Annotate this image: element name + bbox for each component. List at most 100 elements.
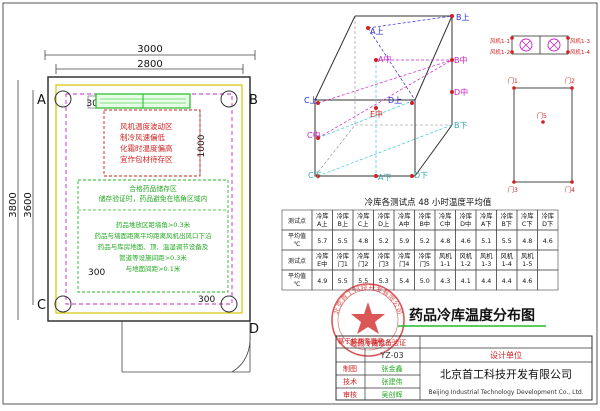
fan-point-3: 风机1-3 <box>570 37 590 45</box>
table-value-cell: 4.8 <box>358 238 368 245</box>
placement-rule-4: 管道等设施间距>0.3米 <box>119 253 187 262</box>
table-value-cell: 平均值℃ <box>288 272 306 288</box>
table-value-cell: 4.3 <box>440 278 450 285</box>
table-value-cell: 4.1 <box>461 278 471 285</box>
axis-b: B <box>249 93 258 108</box>
fan-point-2: 风机1-2 <box>490 48 510 56</box>
table-value-cell: 4.8 <box>522 238 532 245</box>
table-value-cell: 5.7 <box>317 238 327 245</box>
outer-wall <box>47 76 251 322</box>
design-unit-label: 设计单位 <box>490 350 522 360</box>
table-value-cell: 4.4 <box>502 278 512 285</box>
table-header-cell: 冷库门2 <box>357 251 370 268</box>
table-value-cell: 5.2 <box>379 238 389 245</box>
name-drafter: 张金鑫 <box>382 364 403 373</box>
table-value-cell: 4.6 <box>543 238 553 245</box>
table-value-cell: 5.3 <box>379 278 389 285</box>
placement-rule-1: 药品堆放区距墙角>0.3米 <box>116 220 191 229</box>
pt-b-low: B下 <box>454 121 468 130</box>
drawing-number: YZ-03 <box>379 351 403 360</box>
pt-c-low: C下 <box>308 171 322 180</box>
table-title: 冷库各测试点 48 小时温度平均值 <box>365 197 492 208</box>
stamp-star-icon <box>351 302 385 334</box>
table-value-cell: 5.2 <box>420 238 430 245</box>
table-value-cell: 5.4 <box>399 278 409 285</box>
table-value-cell: 5.1 <box>481 238 491 245</box>
test-point-box-3d: A上 B上 C上 D上 A中 B中 C中 D中 E中 C下 D下 A下 B下 <box>304 13 470 182</box>
table-header-cell: 冷库门5 <box>418 251 431 268</box>
fan-zone-line-3: 化霜时温度偏高 <box>120 143 173 153</box>
table-value-cell: 4.6 <box>461 238 471 245</box>
role-tech: 技术 <box>343 377 357 386</box>
table-value-cell: 5.9 <box>399 238 409 245</box>
safety-boundary <box>65 93 233 305</box>
dim-1000: 1000 <box>197 134 207 157</box>
door-point-4: 门4 <box>565 186 575 194</box>
table-value-cell: 5.5 <box>358 278 368 285</box>
fan-layout: 风机1-1 风机1-2 风机1-3 风机1-4 <box>490 35 590 56</box>
door-point-1: 门1 <box>508 77 518 85</box>
pt-d-up: D上 <box>388 96 402 105</box>
door-layout: 门1 门2 门5 门3 门4 <box>508 77 575 194</box>
company-name: 北京首工科技开发有限公司 <box>440 367 572 381</box>
fan-point-1: 风机1-1 <box>490 37 510 45</box>
table-header-cell: 测试点 <box>288 217 306 225</box>
axis-a: A <box>37 93 46 108</box>
axis-c: C <box>37 298 46 313</box>
stamp-center-text: 检测专用章 <box>351 339 386 348</box>
company-name-en: Beijing Industrial Technology Developmen… <box>428 389 583 396</box>
pt-d-low: D下 <box>414 171 428 180</box>
table-cell-border <box>537 269 559 291</box>
pt-c-up: C上 <box>304 96 318 105</box>
inner-wall <box>55 84 243 314</box>
table-value-cell: 4.4 <box>481 278 491 285</box>
role-drafter: 制图 <box>343 364 357 373</box>
table-value-cell: 5.5 <box>502 238 512 245</box>
table-header-cell: 测试点 <box>288 257 306 265</box>
pt-a-low: A下 <box>378 173 391 182</box>
placement-rule-2: 药品与墙面距离平均距离风机出风口下沿 <box>95 231 213 240</box>
table-header-cell: 冷库门1 <box>336 251 349 268</box>
dim-3600: 3600 <box>23 192 34 217</box>
door-swing <box>231 321 251 373</box>
dim-300-top: 300 <box>86 99 103 109</box>
pt-e-mid: E中 <box>370 109 383 119</box>
border-frame <box>2 2 598 405</box>
table-header-cell: 冷库门3 <box>377 251 390 268</box>
door-point-2: 门2 <box>565 77 575 85</box>
table-value-cell: 平均值℃ <box>288 232 306 248</box>
pt-d-mid: D中 <box>454 87 468 97</box>
dim-300-corner-2: 300 <box>198 295 215 305</box>
title-block: 医药冷链设备验证 YZ-03 设计单位 制图 技术 审核 张金鑫 张建伟 吴创辉… <box>335 335 593 401</box>
pt-b-up: B上 <box>456 13 470 22</box>
table-header-cell: 冷库门4 <box>398 251 411 268</box>
role-review: 审核 <box>343 390 357 399</box>
pt-a-mid: A中 <box>378 54 391 64</box>
fan-zone-line-2: 制冷风速偏低 <box>120 132 165 142</box>
placement-rule-5: 与地面间距>0.1米 <box>126 264 181 273</box>
project-name: 医药冷链设备验证 <box>350 338 406 347</box>
corner-marker-c <box>54 295 72 313</box>
corner-marker-a <box>54 90 72 108</box>
placement-rule-3: 药品与库房地面、顶、温湿调节设备及 <box>98 242 209 251</box>
dim-3800: 3800 <box>8 192 19 217</box>
fan-point-4: 风机1-4 <box>570 48 590 56</box>
dim-3000: 3000 <box>137 44 162 55</box>
name-review: 吴创辉 <box>382 390 403 399</box>
pt-c-mid: C中 <box>307 130 321 140</box>
name-tech: 张建伟 <box>382 377 403 386</box>
storage-zone-line-1: 合格药品储存区 <box>129 184 177 193</box>
